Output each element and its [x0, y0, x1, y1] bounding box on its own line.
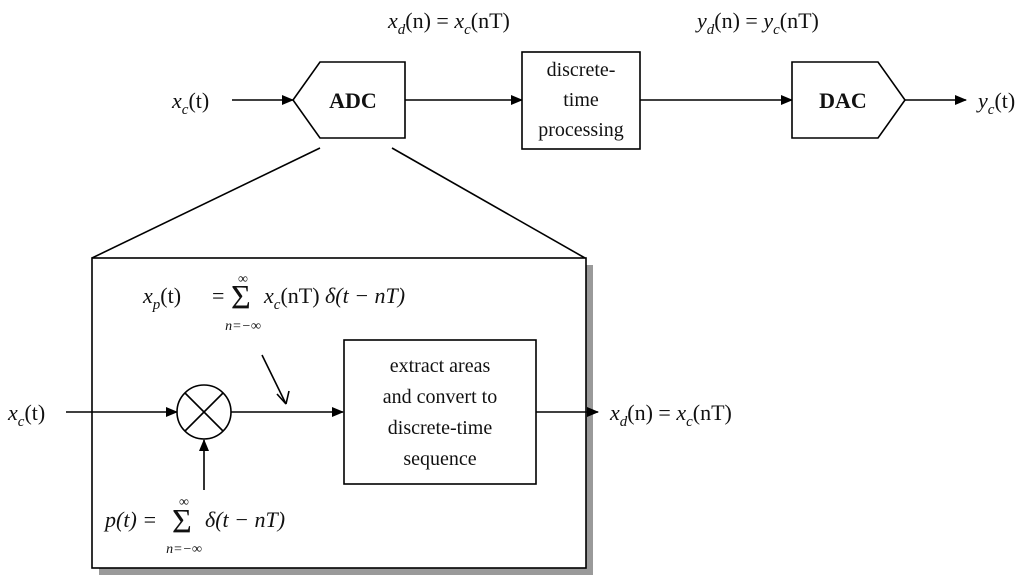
p-lhs: p(t) = [103, 507, 157, 532]
detail-input-label: xc(t) [7, 400, 45, 430]
top-input-label: xc(t) [171, 88, 209, 118]
p-sum-lower: n=−∞ [166, 542, 202, 557]
p-sum-upper: ∞ [179, 495, 189, 510]
extract-line-2: and convert to [383, 386, 497, 408]
detail-output-label: xd(n) = xc(nT) [609, 400, 732, 430]
zoom-line-right [391, 147, 586, 259]
p-delta: δ(t − nT) [205, 507, 285, 532]
processing-block [521, 51, 641, 150]
xp-sum-symbol: Σ [231, 279, 251, 316]
processing-line-3: processing [538, 119, 624, 141]
zoom-line-left [91, 147, 321, 259]
extract-line-3: discrete-time [388, 417, 493, 439]
extract-block [343, 339, 537, 485]
top-output-label: yc(t) [976, 88, 1015, 118]
xp-sum-lower: n=−∞ [225, 319, 261, 334]
xp-pointer-line [261, 354, 287, 405]
xp-sum-upper: ∞ [238, 272, 248, 287]
xp-equals: = [212, 283, 224, 308]
xp-pointer-head [276, 390, 290, 405]
dac-block [791, 61, 906, 139]
extract-line-4: sequence [403, 448, 476, 470]
yd-label: yd(n) = yc(nT) [695, 8, 819, 38]
xp-lhs: xp(t) [142, 283, 181, 313]
p-sum-symbol: Σ [172, 503, 192, 540]
xp-equation: xp(t) = Σ ∞ n=−∞ xc(nT) δ(t − nT) [142, 272, 405, 334]
xd-label: xd(n) = xc(nT) [387, 8, 510, 38]
multiplier-icon [176, 384, 232, 440]
processing-line-2: time [563, 89, 599, 111]
processing-line-1: discrete- [547, 59, 616, 81]
adc-label: ADC [329, 88, 377, 113]
extract-line-1: extract areas [390, 355, 491, 377]
dac-label: DAC [819, 88, 867, 113]
p-equation: p(t) = Σ ∞ n=−∞ δ(t − nT) [103, 495, 285, 557]
xp-term: xc(nT) δ(t − nT) [263, 283, 405, 313]
